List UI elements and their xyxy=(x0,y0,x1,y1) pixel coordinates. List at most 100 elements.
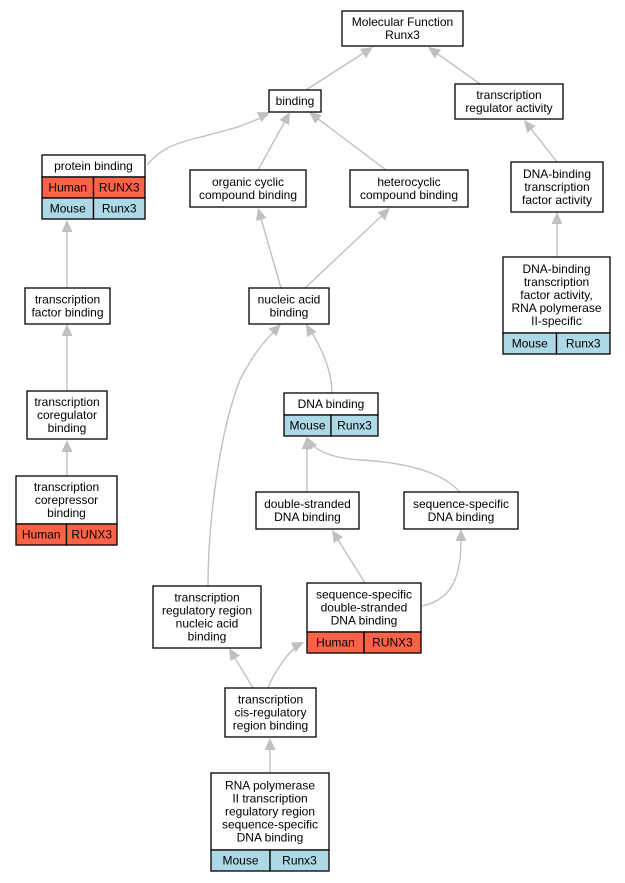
node-box xyxy=(224,687,317,738)
edge-dnab-to-nab-line xyxy=(307,325,333,394)
node-box xyxy=(15,475,118,525)
species-label: Mouse xyxy=(512,337,548,351)
edge-ssdsdb-to-dsdb-arrowhead xyxy=(332,530,344,544)
node-label-line: nucleic acid xyxy=(176,617,239,631)
node-label-line: transcription xyxy=(238,693,303,707)
edge-hcc-to-binding-arrowhead xyxy=(309,112,322,124)
edge-dnab-to-nab-arrowhead xyxy=(306,324,317,338)
edge-occ-to-binding xyxy=(257,112,290,171)
edge-trrnab-to-nab-arrowhead xyxy=(268,324,281,337)
edge-nab-to-hcc-arrowhead xyxy=(377,208,390,221)
node-label-line: binding xyxy=(47,506,86,520)
edge-tra-to-mf-arrowhead xyxy=(428,47,441,59)
edge-tcb-to-tfb-arrowhead xyxy=(61,324,73,336)
edge-tra-to-mf xyxy=(428,47,481,85)
node-label-line: transcription xyxy=(476,88,541,102)
edge-tcorb-to-tcb-arrowhead xyxy=(61,440,73,452)
node-box xyxy=(502,256,611,334)
edge-ssdb-to-dnab-line xyxy=(307,439,461,493)
node-label-line: II transcription xyxy=(232,792,307,806)
node-label-line: sequence-specific xyxy=(413,497,509,511)
node-label-line: Runx3 xyxy=(385,28,420,42)
node-label-line: organic cyclic xyxy=(212,175,284,189)
node-label-line: regulatory region xyxy=(225,805,315,819)
edge-nab-to-occ-line xyxy=(260,217,282,289)
edge-rnap-to-tcrrb xyxy=(264,738,276,773)
edge-pb-to-binding xyxy=(146,112,270,166)
edge-ssdsdb-to-ssdb-line xyxy=(421,531,462,607)
edge-trrnab-to-nab-line xyxy=(207,325,281,587)
edge-tcrrb-to-trrnab-arrowhead xyxy=(229,648,240,662)
node-label-line: compound binding xyxy=(199,188,297,202)
node-label-line: factor binding xyxy=(31,306,103,320)
edge-hcc-to-binding-line xyxy=(316,117,387,171)
node-label-line: compound binding xyxy=(360,188,458,202)
edge-ssdsdb-to-dsdb xyxy=(332,530,366,584)
node-label-line: DNA-binding xyxy=(523,167,591,181)
node-label-line: corepressor xyxy=(35,493,98,507)
edge-tcrrb-to-trrnab-line xyxy=(233,656,254,689)
go-term-node-binding[interactable]: binding xyxy=(268,89,322,113)
edge-occ-to-binding-arrowhead xyxy=(279,112,290,126)
node-box xyxy=(349,169,469,208)
gene-label: RUNX3 xyxy=(372,636,413,650)
edge-occ-to-binding-line xyxy=(257,120,286,171)
node-box xyxy=(403,491,519,530)
annotation-row-mouse: Mouse Runx3 xyxy=(41,197,146,220)
edge-ssdb-to-dnab-arrowhead xyxy=(307,437,318,451)
node-box xyxy=(26,390,108,440)
edges-layer xyxy=(61,47,563,773)
edge-dnab-to-nab xyxy=(306,324,333,394)
node-label-line: binding xyxy=(276,94,315,108)
node-label-line: regulatory region xyxy=(162,604,252,618)
edge-dbtfa2-to-dbtfa-arrowhead xyxy=(551,212,563,224)
gene-label: Runx3 xyxy=(566,337,601,351)
gene-label: RUNX3 xyxy=(71,528,112,542)
edge-nab-to-hcc xyxy=(304,208,390,289)
edge-dbtfa-to-tra-line xyxy=(529,127,558,163)
node-box xyxy=(255,491,360,530)
node-label-line: transcription xyxy=(524,275,589,289)
node-label-line: sequence-specific xyxy=(316,588,412,602)
edge-tfb-to-pb xyxy=(61,220,73,288)
edge-dbtfa2-to-dbtfa xyxy=(551,212,563,257)
node-box xyxy=(189,169,307,208)
node-label-line: factor activity xyxy=(522,193,592,207)
node-label-line: Molecular Function xyxy=(352,15,453,29)
edge-ssdsdb-to-ssdb-arrowhead xyxy=(455,529,467,541)
gene-cell xyxy=(363,631,422,654)
node-label-line: binding xyxy=(48,421,87,435)
node-box xyxy=(248,287,330,325)
species-label: Mouse xyxy=(289,419,325,433)
species-label: Mouse xyxy=(50,202,86,216)
node-label-line: double-stranded xyxy=(321,601,408,615)
node-box xyxy=(306,582,422,633)
node-label-line: protein binding xyxy=(54,159,133,173)
edge-tcb-to-tfb xyxy=(61,324,73,391)
node-label-line: RNA polymerase xyxy=(225,779,315,793)
gene-cell xyxy=(555,332,611,355)
gene-label: Runx3 xyxy=(102,202,137,216)
node-label-line: transcription xyxy=(35,293,100,307)
node-label-line: binding xyxy=(270,306,309,320)
node-label-line: cis-regulatory xyxy=(234,706,306,720)
